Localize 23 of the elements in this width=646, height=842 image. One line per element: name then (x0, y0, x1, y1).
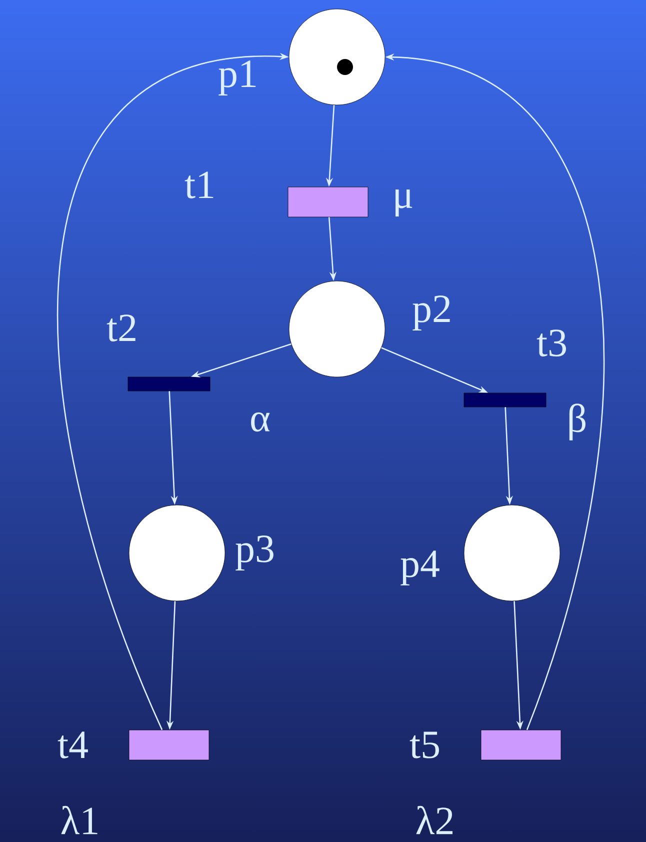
transition-box (288, 186, 368, 218)
place-circle (128, 504, 226, 602)
node-label: t5 (410, 732, 439, 758)
transition-bar (128, 376, 210, 392)
transition-bar (464, 392, 546, 408)
place-circle (464, 504, 560, 602)
rate-label: λ2 (416, 806, 452, 834)
place-circle (288, 8, 386, 106)
rate-label: α (251, 412, 270, 432)
rate-label: μ (396, 190, 412, 216)
node-label: p4 (400, 550, 440, 586)
transition-box (480, 730, 562, 760)
node-label: t3 (536, 330, 566, 356)
node-label: p3 (236, 536, 274, 570)
node-label: t4 (58, 732, 88, 758)
node-label: p1 (218, 60, 256, 96)
node-label: p2 (412, 296, 450, 330)
node-label: t2 (106, 314, 136, 342)
rate-label: λ1 (61, 806, 98, 834)
rate-label: β (569, 404, 586, 440)
node-label: t1 (184, 172, 214, 198)
transition-box (128, 730, 210, 760)
place-circle (288, 280, 386, 378)
